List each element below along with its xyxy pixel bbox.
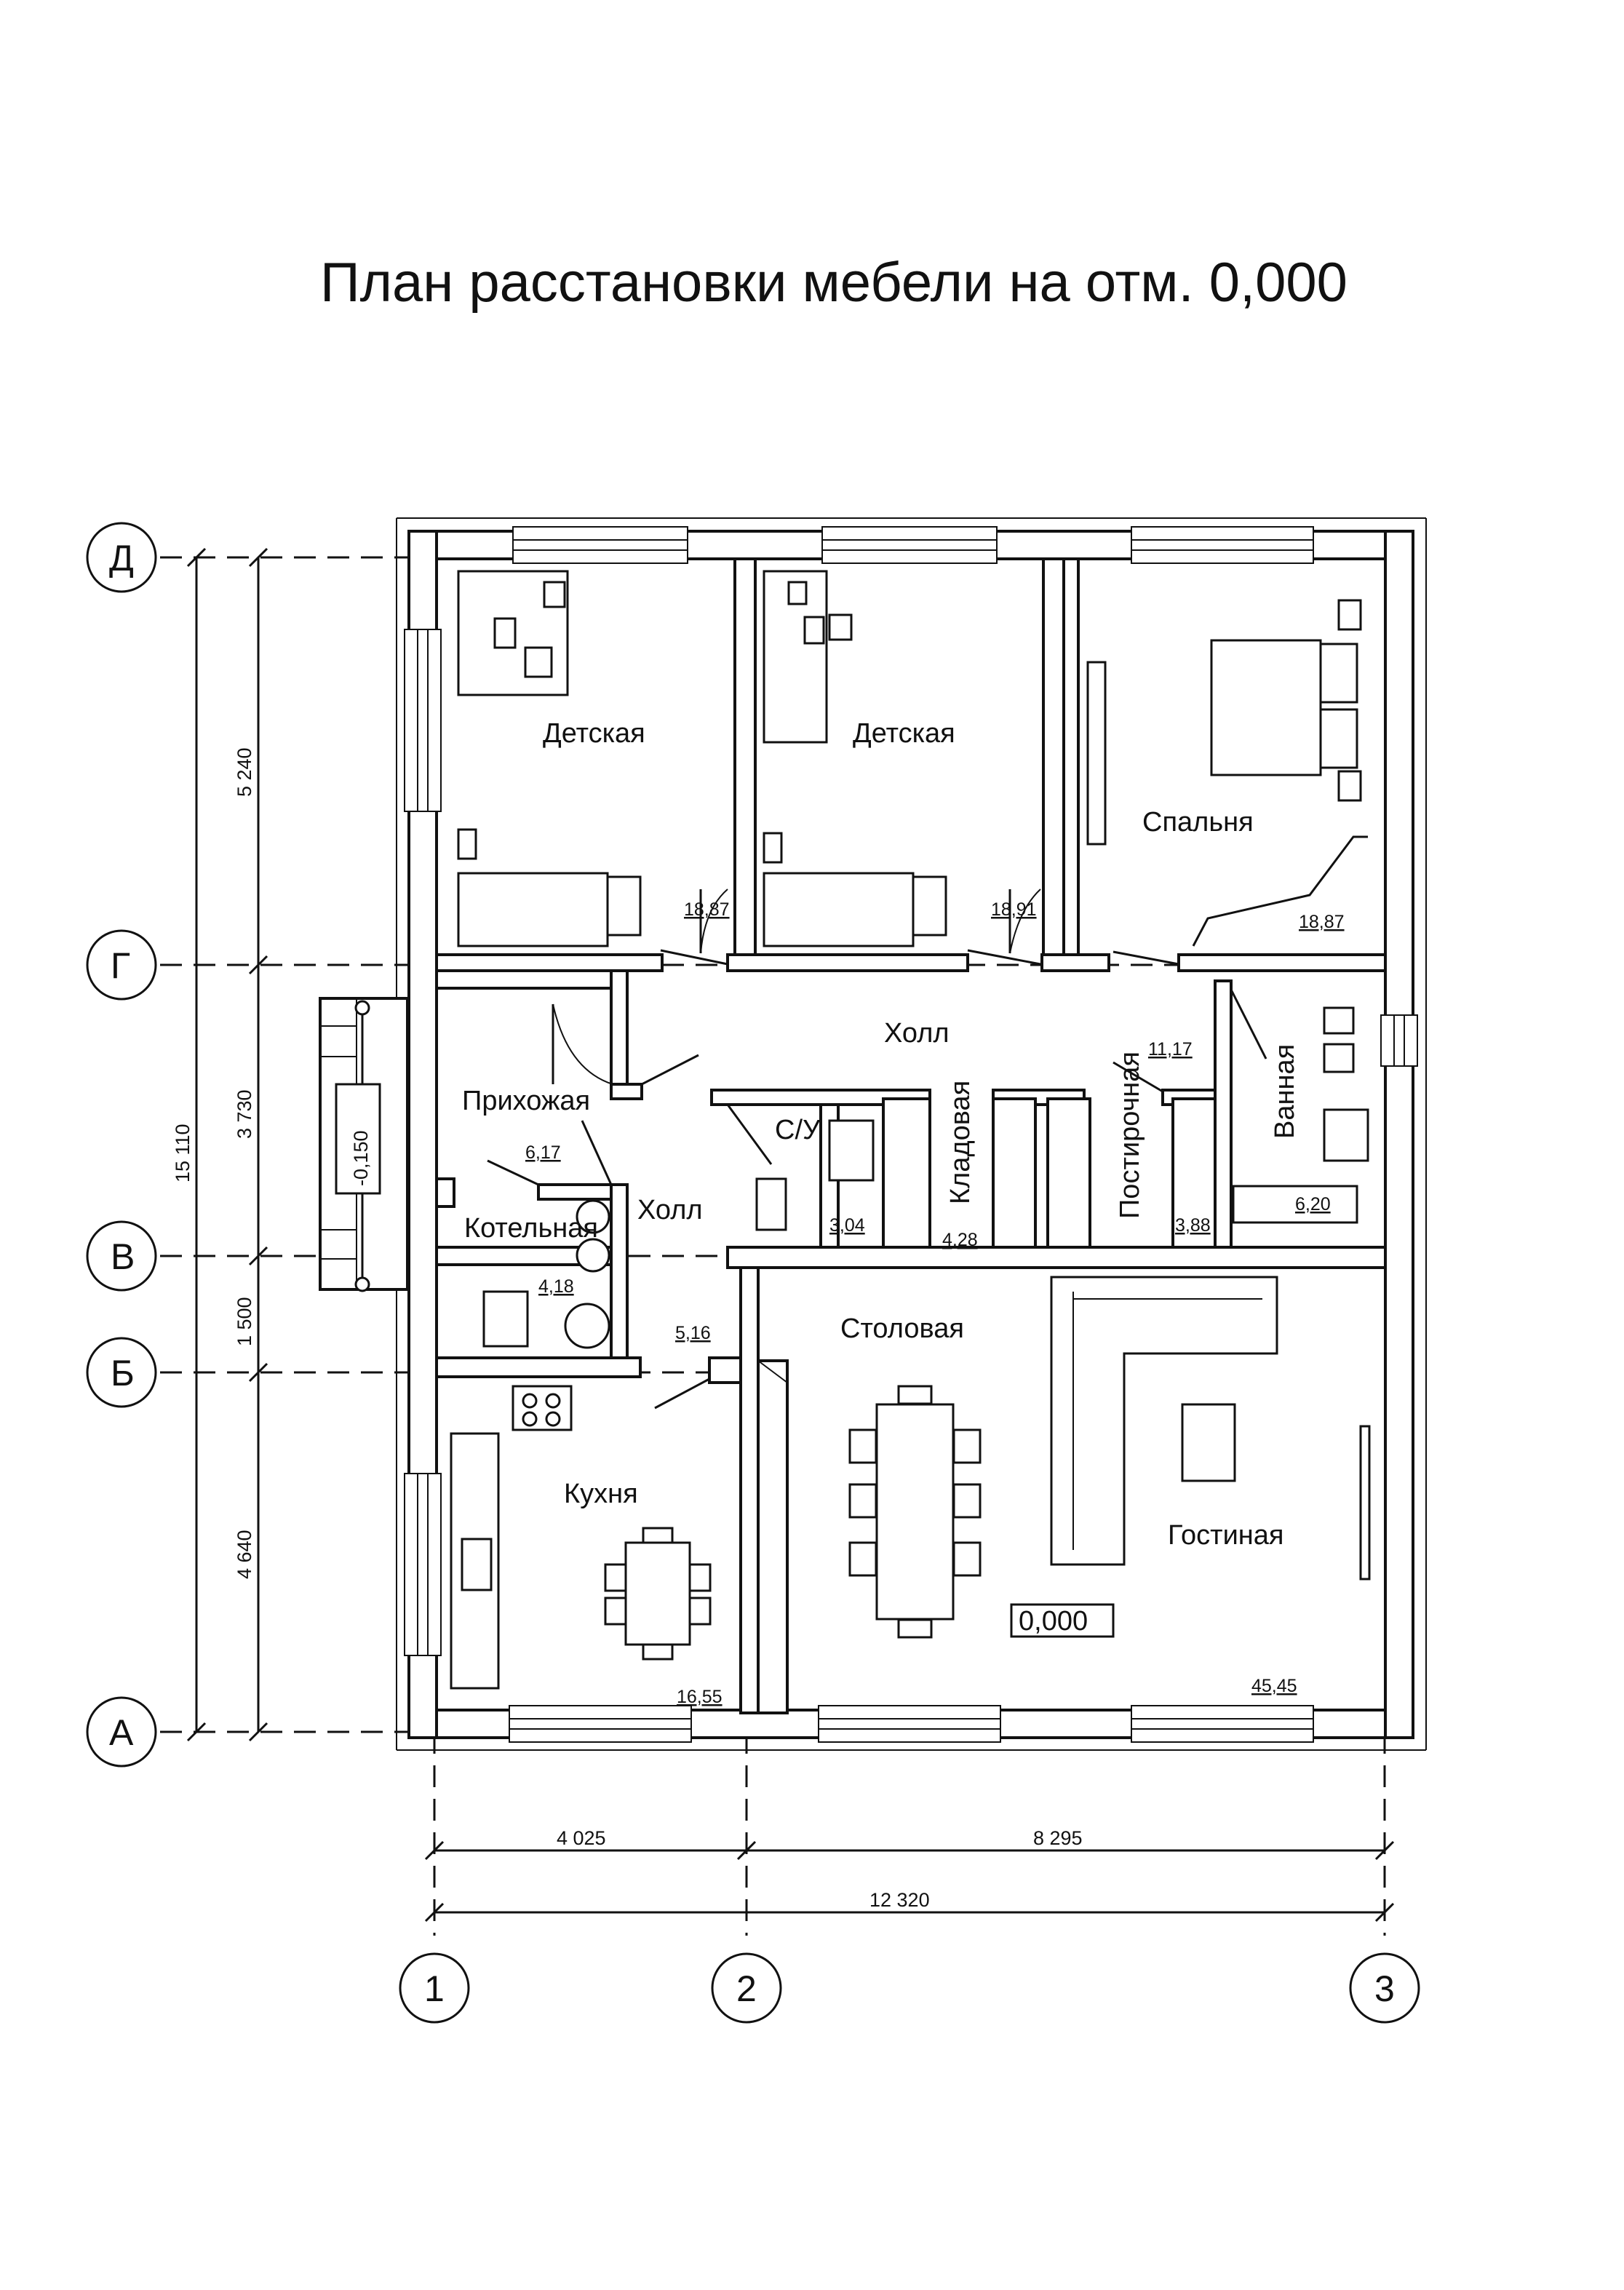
axis-label: В <box>111 1236 135 1277</box>
room-area: 11,17 <box>1148 1039 1193 1059</box>
room-name: Гостиная <box>1168 1520 1284 1551</box>
room-area: 18,87 <box>1299 912 1345 932</box>
dimension-label: 4 640 <box>234 1530 255 1579</box>
room-area: 6,20 <box>1295 1194 1331 1214</box>
vertical-dimensions: 5 240 3 730 1 500 4 640 15 110 <box>172 547 268 1742</box>
level-mark: 0,000 <box>1019 1606 1088 1637</box>
room-name: Прихожая <box>462 1086 590 1116</box>
room-name: Детская <box>543 718 645 749</box>
entrance-porch <box>319 997 409 1292</box>
room-labels: Детская Детская Спальня Холл Прихожая Ко… <box>462 718 1300 1551</box>
room-area: 6,17 <box>525 1142 561 1163</box>
axis-label: Г <box>111 945 130 986</box>
dimension-label: 5 240 <box>234 747 255 797</box>
room-name: Детская <box>853 718 955 749</box>
room-area: 16,55 <box>677 1687 723 1707</box>
axis-markers-letters: Д Г В Б А <box>86 522 157 1768</box>
room-area: 4,18 <box>538 1276 574 1297</box>
dimension-label: 12 320 <box>869 1889 930 1911</box>
room-name: Ванная <box>1270 1044 1300 1139</box>
room-name: Столовая <box>840 1313 964 1344</box>
room-area: 3,04 <box>829 1215 865 1236</box>
room-area: 18,91 <box>991 899 1037 920</box>
dimension-label: 4 025 <box>557 1827 606 1849</box>
room-name: Спальня <box>1142 807 1254 838</box>
room-area: 5,16 <box>675 1323 711 1343</box>
room-area: 45,45 <box>1251 1676 1297 1696</box>
room-area: 3,88 <box>1175 1215 1211 1236</box>
axis-label: 3 <box>1374 1968 1395 2009</box>
interior-walls <box>435 557 1387 1714</box>
doors <box>487 888 1267 1410</box>
axis-label: Б <box>111 1353 135 1394</box>
axis-label: Д <box>109 538 134 579</box>
horizontal-dimensions: 4 025 8 295 12 320 <box>424 1827 1395 1923</box>
axis-label: А <box>109 1712 134 1753</box>
room-name: Холл <box>637 1195 703 1225</box>
room-name: Кладовая <box>945 1081 976 1204</box>
room-name: Постирочная <box>1115 1051 1145 1219</box>
plan-title: План расстановки мебели на отм. 0,000 <box>320 252 1348 314</box>
room-area: 18,87 <box>684 899 730 920</box>
room-name: Кухня <box>564 1479 638 1509</box>
room-name: Холл <box>884 1018 950 1049</box>
axis-markers-numbers: 1 2 3 <box>399 1952 1420 2024</box>
dimension-label: 3 730 <box>234 1089 255 1139</box>
furniture <box>450 570 1371 1690</box>
axis-label: 2 <box>736 1968 757 2009</box>
dimension-label: 8 295 <box>1033 1827 1083 1849</box>
dimension-label: 15 110 <box>172 1124 194 1182</box>
entrance-level-mark: -0,150 <box>350 1130 372 1186</box>
axis-label: 1 <box>424 1968 445 2009</box>
level-mark-box <box>1010 1603 1115 1638</box>
windows <box>404 526 1418 1743</box>
room-name: Котельная <box>464 1213 598 1244</box>
room-area: 4,28 <box>942 1230 978 1250</box>
room-areas: 18,87 18,91 18,87 11,17 6,17 4,18 5,16 3… <box>525 899 1345 1707</box>
room-name: С/У <box>775 1115 821 1145</box>
dimension-label: 1 500 <box>234 1297 255 1346</box>
